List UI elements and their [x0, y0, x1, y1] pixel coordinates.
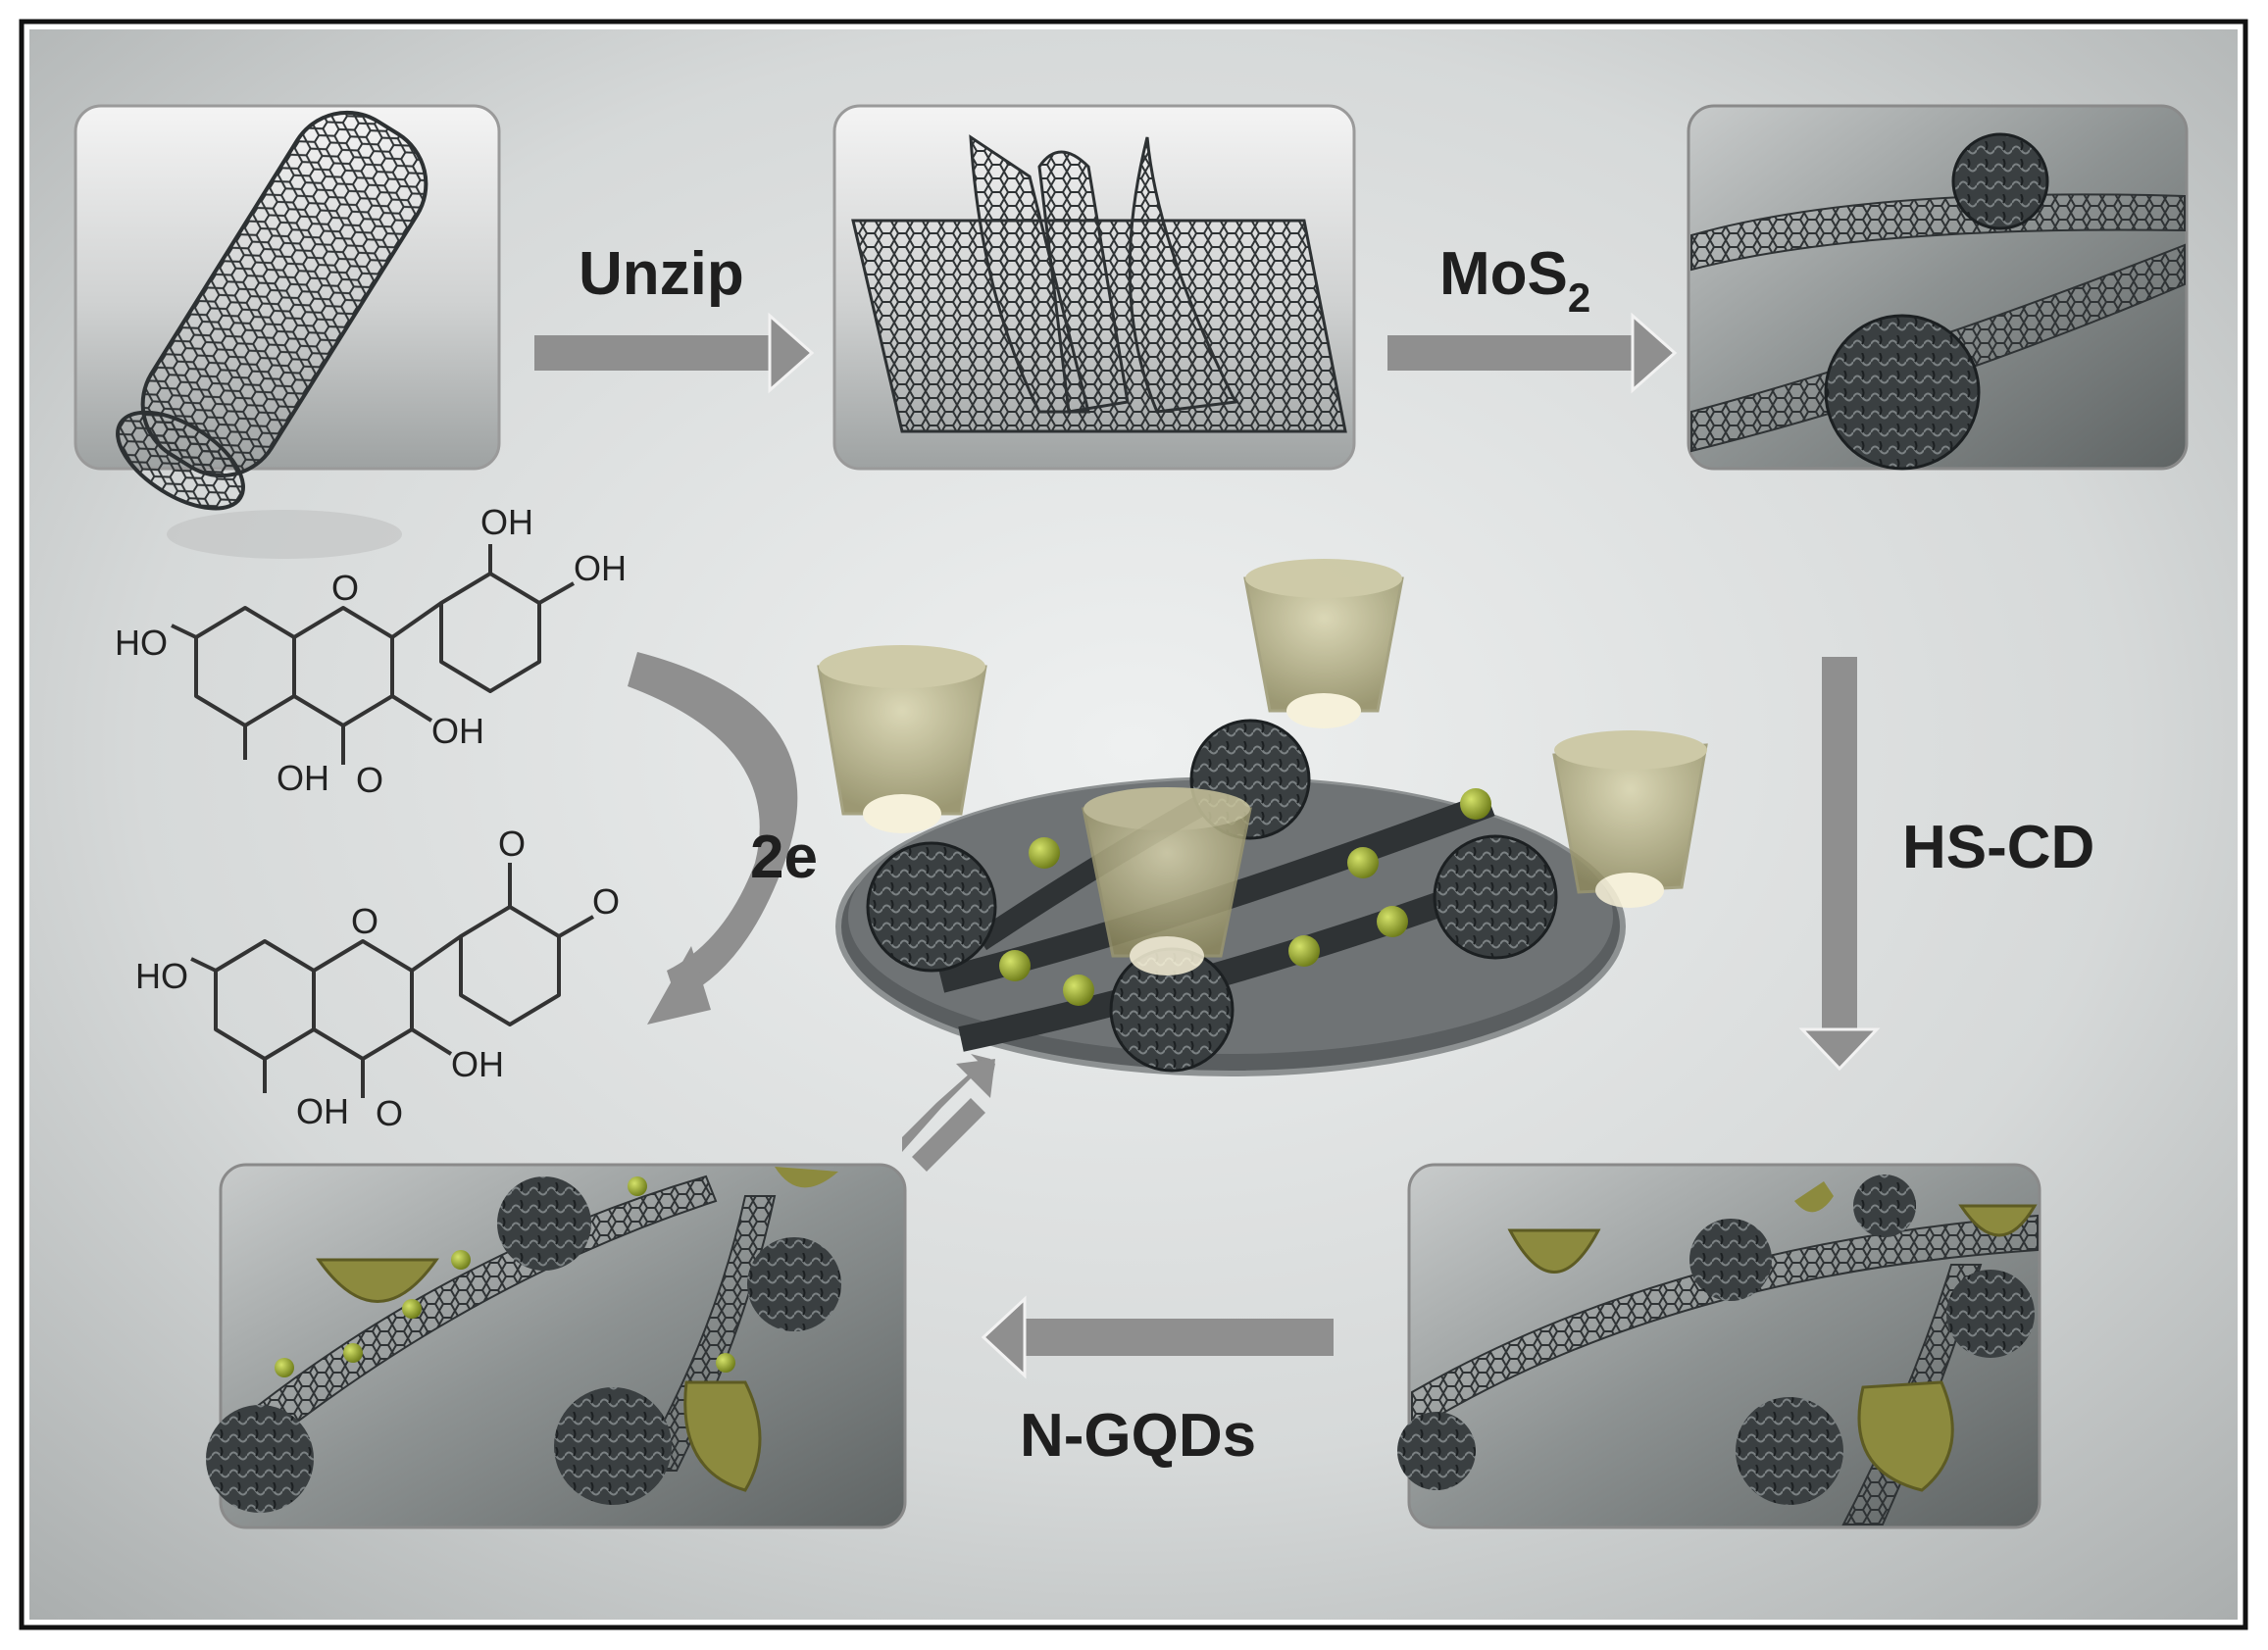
chem-text: HO [115, 623, 168, 663]
mos2-sphere [1397, 1412, 1476, 1490]
ngqd-dot [1347, 847, 1379, 878]
mos2-sphere [866, 841, 997, 973]
chem-text: O [376, 1093, 403, 1133]
ngqd-dot [1029, 837, 1060, 869]
ngqd-dot [628, 1176, 647, 1196]
panel-unzipped-nanotube [832, 104, 1356, 471]
nanoribbon [958, 870, 1505, 1052]
mos2-sphere [1433, 834, 1558, 960]
to-electrode-arrow [902, 1054, 995, 1172]
nanoribbon-upper [1690, 193, 2186, 272]
mos2-main: MoS [1439, 240, 1568, 308]
hscd-arrow [1798, 657, 1881, 1072]
redox-curved-arrow [628, 652, 798, 1025]
mos2-subscript: 2 [1568, 275, 1590, 321]
ngqds-label: N-GQDs [1020, 1402, 1256, 1470]
mos2-arrow [1387, 312, 1678, 394]
cyclodextrin-cup [316, 1258, 439, 1303]
mos2-sphere [554, 1387, 672, 1505]
panel-ngqds-modified [206, 1163, 907, 1529]
cyclodextrin-cup [1857, 1380, 1954, 1492]
mos2-sphere [206, 1405, 314, 1513]
chem-text: O [592, 881, 620, 922]
cyclodextrin-cup [1552, 730, 1708, 908]
ngqd-dot [1063, 975, 1094, 1006]
cyclodextrin-cup [1507, 1228, 1601, 1274]
mos2-sphere-large [1824, 314, 1981, 471]
molecule-quercetin: HO OH O OH OH OH O [115, 502, 627, 800]
mos2-sphere [1853, 1175, 1916, 1237]
chem-text: OH [431, 711, 484, 751]
cyclodextrin-cup [1794, 1181, 1834, 1213]
ngqd-dot [1288, 935, 1320, 967]
panel-hscd-modified [1397, 1163, 2041, 1529]
ngqd-dot [275, 1358, 294, 1377]
ngqd-dot [716, 1353, 735, 1373]
electrode [835, 719, 1626, 1076]
cyclodextrin-cup [817, 645, 987, 833]
unzip-label: Unzip [579, 240, 744, 308]
nanoribbon-upper [224, 1175, 718, 1473]
chem-text: O [356, 760, 383, 800]
chem-text: O [498, 824, 526, 864]
mos2-sphere [1736, 1397, 1843, 1505]
molecule-quercetin-quinone: HO OH O OH O O O [135, 824, 620, 1133]
chem-text: OH [451, 1044, 504, 1084]
unzip-arrow [534, 312, 815, 394]
cyclodextrin-cup [683, 1380, 762, 1492]
ngqd-dot [343, 1343, 363, 1363]
chem-text: OH [277, 758, 329, 798]
cyclodextrin-cup [1082, 787, 1252, 975]
cyclodextrin-cups [817, 559, 1708, 975]
ngqd-dot [1460, 788, 1491, 820]
chem-text: OH [574, 548, 627, 588]
nanoribbon-upper [1411, 1214, 2039, 1433]
hscd-label: HS-CD [1902, 814, 2094, 881]
chem-text: OH [296, 1091, 349, 1131]
mos2-sphere-small [1951, 132, 2049, 230]
cyclodextrin-cup [1958, 1204, 2038, 1237]
panel-carbon-nanotube [74, 104, 501, 559]
chem-text: O [331, 568, 359, 608]
mos2-sphere [1689, 1219, 1772, 1301]
ngqds-arrow [981, 1295, 1334, 1379]
mos2-sphere [1946, 1270, 2035, 1358]
mos2-sphere [497, 1176, 591, 1271]
mos2-sphere [747, 1237, 841, 1331]
cyclodextrin-cup [775, 1167, 838, 1188]
ngqd-dot [999, 950, 1031, 981]
chem-text: HO [135, 956, 188, 996]
panel-mos2-nanoribbon [1687, 104, 2189, 471]
two-electron-label: 2e [750, 824, 818, 891]
chem-text: O [351, 901, 378, 941]
cyclodextrin-cup [1243, 559, 1404, 728]
ngqd-dot [451, 1250, 471, 1270]
chem-text: OH [480, 502, 533, 542]
mos2-label: MoS2 [1439, 240, 1590, 321]
ngqd-dot [1377, 906, 1408, 937]
ngqd-dot [402, 1299, 422, 1319]
reflection [167, 510, 402, 559]
